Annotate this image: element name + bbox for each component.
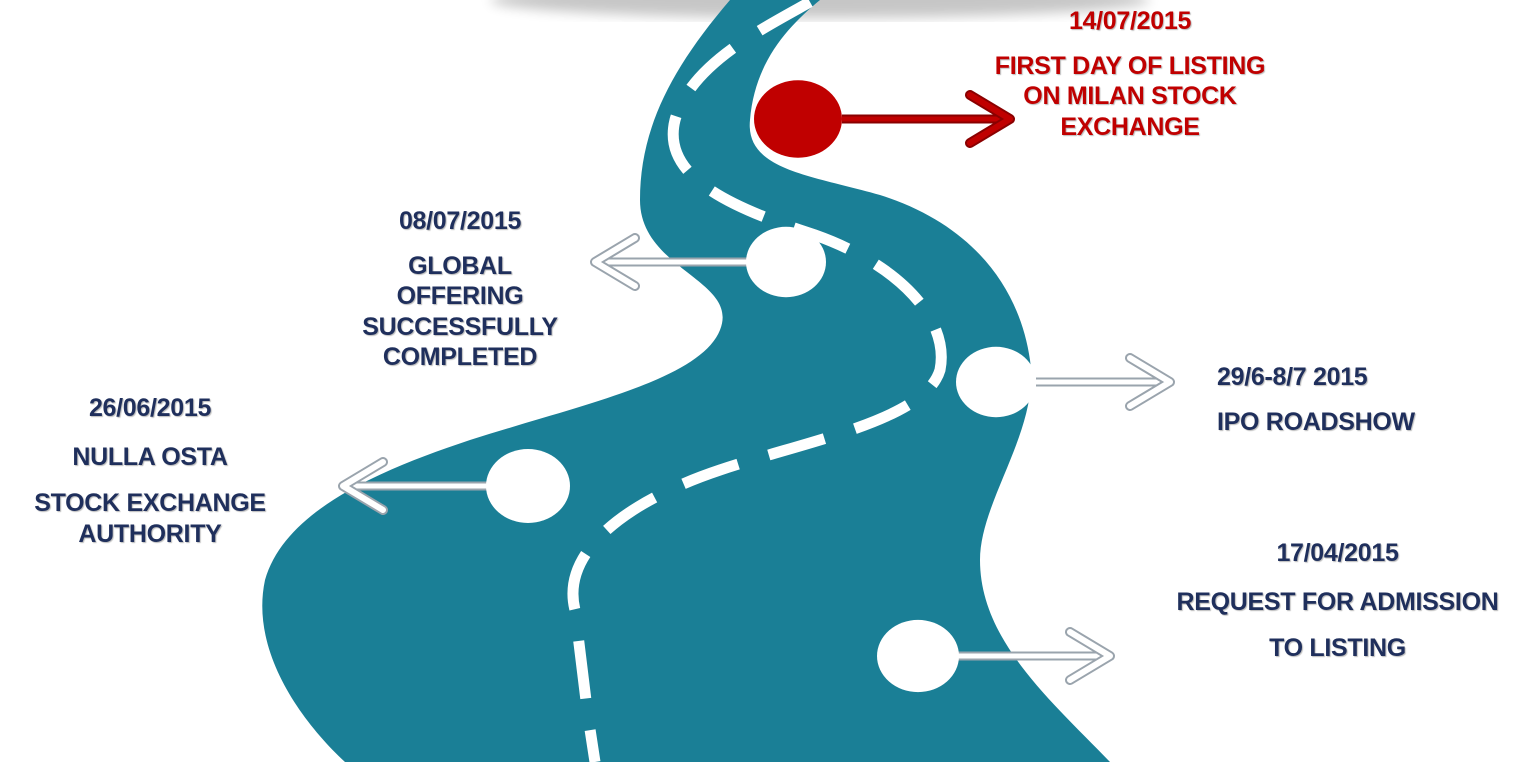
milestone-label-request-admission: 17/04/2015 REQUEST FOR ADMISSION TO LIST… [1140, 538, 1535, 664]
milestone-date: 26/06/2015 [88, 394, 212, 422]
milestone-text-line: STOCK EXCHANGE [34, 489, 266, 517]
milestone-text-line: SUCCESSFULLY [362, 312, 558, 341]
milestone-date: 17/04/2015 [1276, 539, 1399, 567]
connector-arrow-global-offering [590, 233, 748, 291]
milestone-text-line: REQUEST FOR ADMISSION [1176, 587, 1499, 616]
milestone-date: 29/6-8/7 2015 [1217, 363, 1368, 391]
milestone-text-line: NULLA OSTA [72, 442, 228, 471]
milestone-text-line: EXCHANGE [1060, 112, 1200, 141]
milestone-marker-listing [754, 80, 842, 158]
connector-arrow-roadshow [1036, 353, 1175, 411]
arrow-head [340, 459, 386, 513]
milestone-marker-request-admission [877, 619, 959, 693]
milestone-date: 08/07/2015 [398, 207, 522, 235]
milestone-marker-roadshow [956, 346, 1036, 418]
milestone-text-line: TO LISTING [1269, 634, 1406, 662]
horizon-shadow [490, 0, 1150, 18]
arrow-head [967, 92, 1013, 146]
connector-arrows [338, 90, 1175, 685]
connector-arrow-listing [842, 90, 1015, 148]
arrow-head [592, 235, 638, 289]
milestone-text-line: FIRST DAY OF LISTING [994, 51, 1266, 80]
milestone-text-line: OFFERING [396, 282, 524, 310]
milestone-label-global-offering: 08/07/2015 GLOBAL OFFERING SUCCESSFULLY … [320, 206, 600, 373]
milestone-marker-nulla-osta [486, 449, 570, 523]
arrow-head [1127, 355, 1173, 409]
milestone-date: 14/07/2015 [1068, 7, 1192, 35]
milestone-markers [486, 80, 1036, 693]
milestone-text-line: COMPLETED [382, 343, 538, 371]
milestone-text-line: AUTHORITY [78, 519, 222, 548]
milestone-label-roadshow: 29/6-8/7 2015 IPO ROADSHOW [1217, 362, 1477, 437]
milestone-text-line: GLOBAL [408, 251, 512, 280]
milestone-marker-global-offering [746, 226, 826, 298]
connector-arrow-nulla-osta [338, 457, 488, 515]
milestone-text-line: IPO ROADSHOW [1217, 407, 1415, 436]
connector-arrow-request-admission [958, 627, 1115, 685]
arrow-head [1067, 629, 1113, 683]
milestone-label-listing: 14/07/2015 FIRST DAY OF LISTING ON MILAN… [960, 6, 1300, 142]
milestone-text-line: ON MILAN STOCK [1023, 82, 1237, 110]
road-shape [262, 0, 1111, 762]
milestone-label-nulla-osta: 26/06/2015 NULLA OSTA STOCK EXCHANGE AUT… [0, 393, 300, 549]
road-center-line [567, 0, 947, 762]
